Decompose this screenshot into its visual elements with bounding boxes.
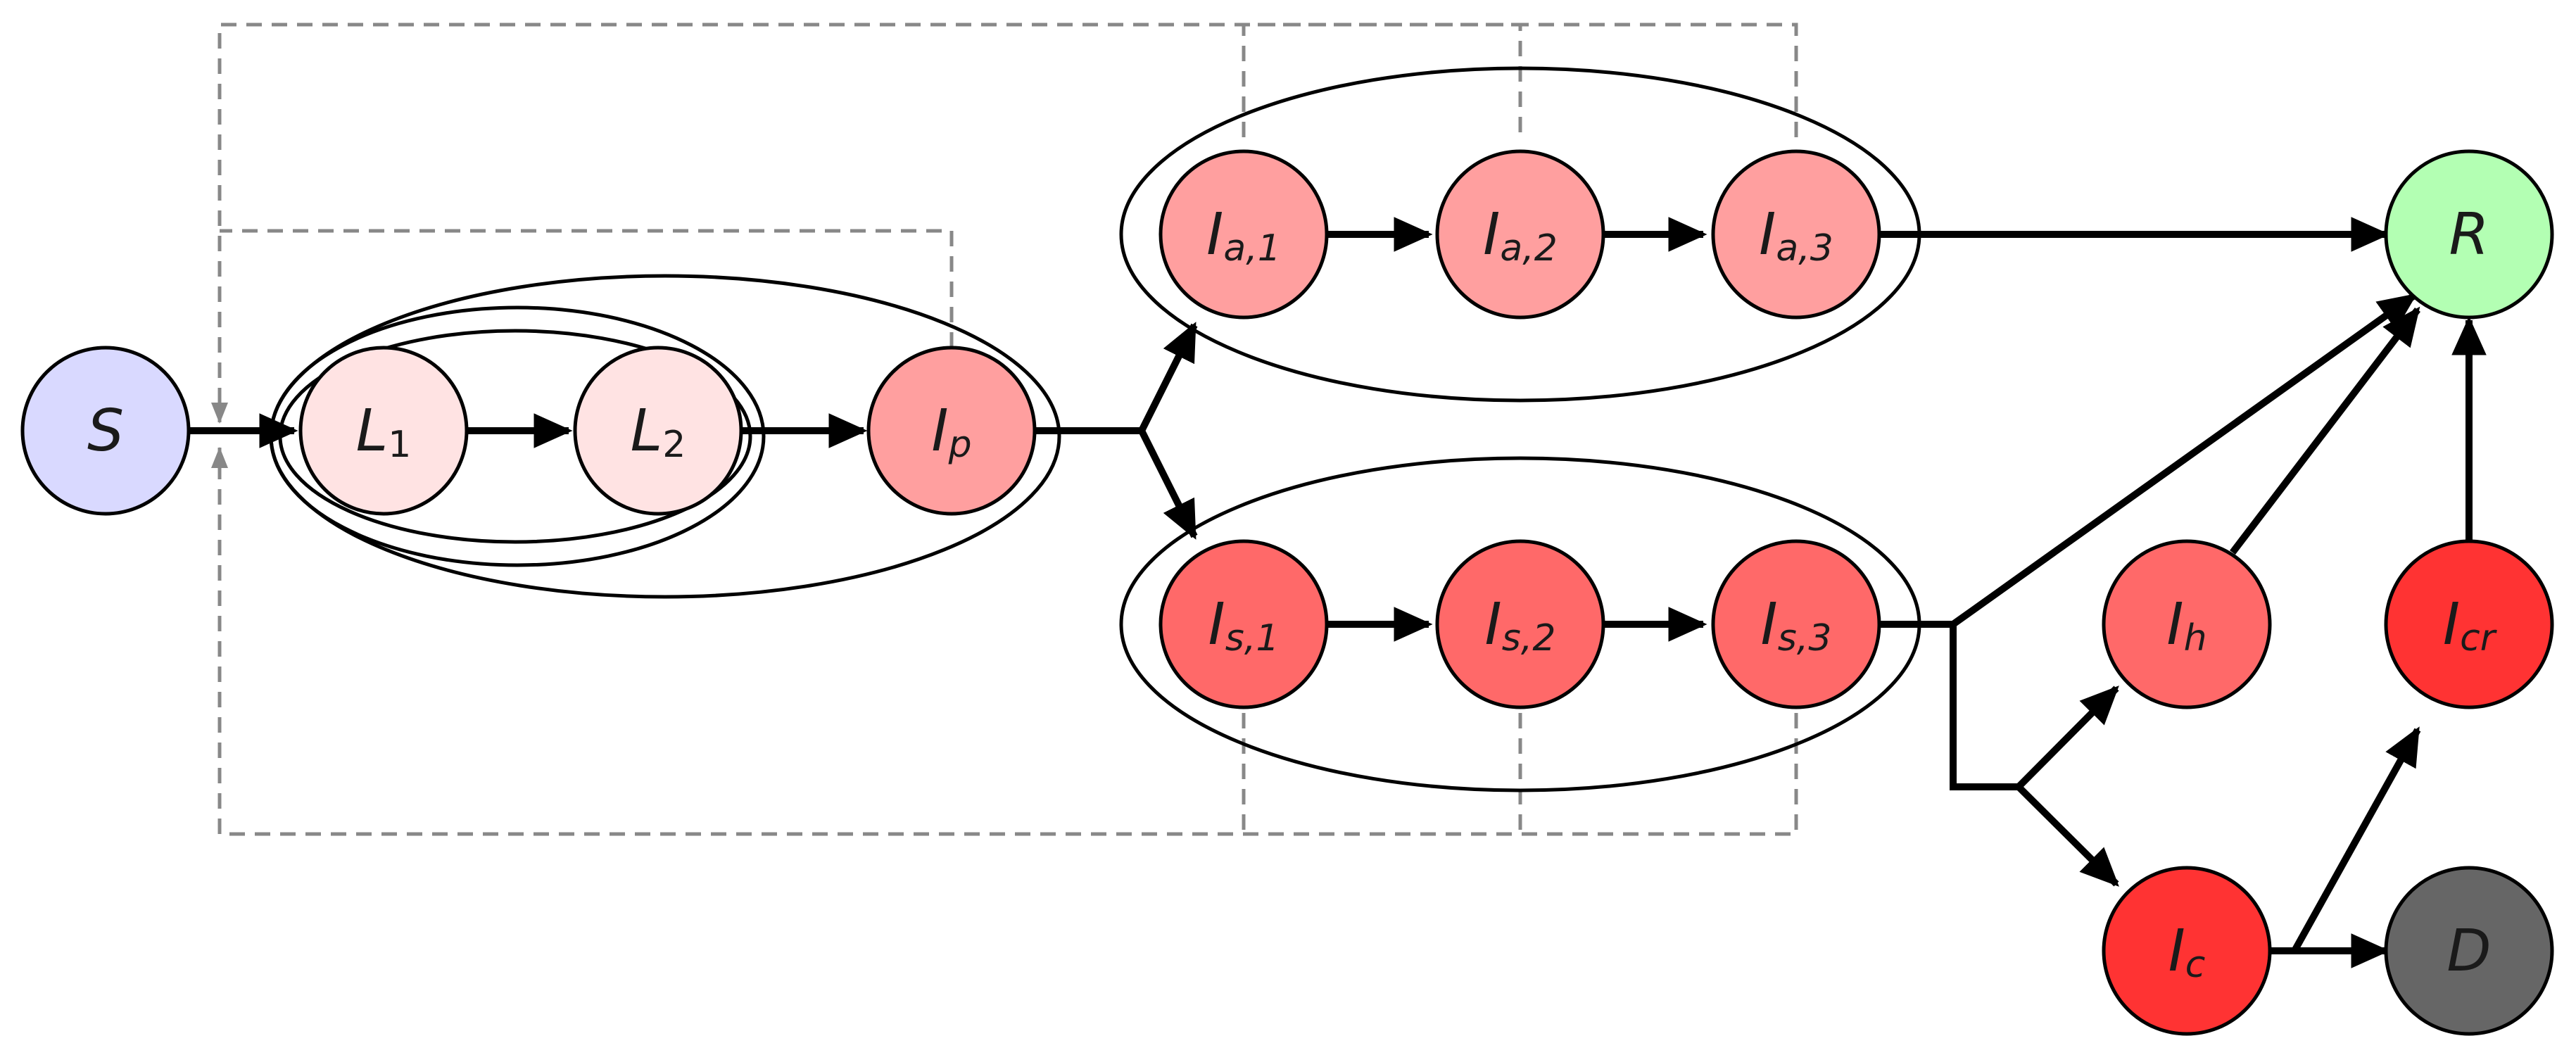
svg-text:Ip: Ip <box>931 398 971 467</box>
dashed-line-top-ip <box>220 229 954 348</box>
dashed-feedback-lines <box>217 23 1798 836</box>
node-ih: Ih <box>2102 539 2272 709</box>
edge-is3-to-ic <box>2016 784 2119 887</box>
node-ip-subscript: p <box>948 424 972 466</box>
node-is2-circle <box>1435 539 1605 709</box>
edge-ih-to-r <box>2230 306 2420 555</box>
node-ia2-subscript: a,2 <box>1500 227 1557 270</box>
node-r-circle <box>2384 149 2554 320</box>
node-ia3-subscript: a,3 <box>1776 227 1833 270</box>
node-s-circle <box>20 346 191 516</box>
node-is1-circle <box>1158 539 1329 709</box>
edge-ip-to-is1 <box>1138 429 1198 540</box>
node-ia2-circle <box>1435 149 1605 320</box>
node-ia1: Ia,1 <box>1158 149 1329 320</box>
node-ia1-circle <box>1158 149 1329 320</box>
node-d: D <box>2384 866 2554 1036</box>
node-is3-circle <box>1711 539 1881 709</box>
node-l1: L1 <box>298 346 469 516</box>
node-is1: Is,1 <box>1158 539 1329 709</box>
node-ih-subscript: h <box>2184 617 2207 659</box>
svg-text:L1: L1 <box>356 398 412 467</box>
svg-text:Is,3: Is,3 <box>1761 591 1832 660</box>
node-ih-label: I <box>2166 591 2183 658</box>
svg-text:Ia,3: Ia,3 <box>1759 201 1833 270</box>
node-ih-circle <box>2102 539 2272 709</box>
node-is3-subscript: s,3 <box>1778 617 1832 659</box>
node-is1-label: I <box>1208 591 1225 658</box>
node-ia3-circle <box>1711 149 1881 320</box>
svg-text:D: D <box>2446 918 2491 985</box>
node-ia3-label: I <box>1759 201 1776 268</box>
node-ic-label: I <box>2168 918 2185 985</box>
node-is2: Is,2 <box>1435 539 1605 709</box>
node-l2: L2 <box>573 346 743 516</box>
feedback-arrowhead-down <box>211 403 228 424</box>
node-ia3: Ia,3 <box>1711 149 1881 320</box>
dashed-line-top-ia1-ia2 <box>1242 23 1522 137</box>
edge-ic-to-icr <box>2291 726 2421 953</box>
node-r: R <box>2384 149 2554 320</box>
svg-text:Icr: Icr <box>2443 591 2498 660</box>
svg-text:L2: L2 <box>631 398 686 467</box>
svg-text:Is,2: Is,2 <box>1485 591 1556 660</box>
node-l2-subscript: 2 <box>662 424 686 466</box>
node-icr-subscript: cr <box>2460 617 2498 659</box>
node-ic-circle <box>2102 866 2272 1036</box>
node-icr-circle <box>2384 539 2554 709</box>
svg-text:Is,1: Is,1 <box>1208 591 1280 660</box>
svg-text:Ia,2: Ia,2 <box>1483 201 1558 270</box>
node-is3-label: I <box>1761 591 1778 658</box>
node-is1-subscript: s,1 <box>1225 617 1280 659</box>
svg-text:S: S <box>87 398 124 465</box>
edge-is3-to-ih <box>2016 686 2119 790</box>
node-is3: Is,3 <box>1711 539 1881 709</box>
node-l1-label: L <box>356 398 389 465</box>
node-s: S <box>20 346 191 516</box>
node-l2-circle <box>573 346 743 516</box>
node-ia2: Ia,2 <box>1435 149 1605 320</box>
node-ic-subscript: c <box>2185 944 2206 986</box>
node-d-circle <box>2384 866 2554 1036</box>
svg-text:Ia,1: Ia,1 <box>1206 201 1281 270</box>
node-l2-label: L <box>631 398 663 465</box>
node-ip-circle <box>866 346 1037 516</box>
node-r-label: R <box>2449 201 2489 268</box>
node-ia1-subscript: a,1 <box>1223 227 1280 270</box>
svg-text:Ih: Ih <box>2166 591 2206 660</box>
node-l1-circle <box>298 346 469 516</box>
svg-text:R: R <box>2449 201 2489 268</box>
edges <box>188 217 2487 968</box>
node-ic: Ic <box>2102 866 2272 1036</box>
feedback-arrowhead-up <box>211 447 228 468</box>
node-ip-label: I <box>931 398 948 465</box>
node-s-label: S <box>87 398 124 465</box>
node-l1-subscript: 1 <box>388 424 411 466</box>
node-d-label: D <box>2446 918 2491 985</box>
node-icr-label: I <box>2443 591 2460 658</box>
svg-text:Ic: Ic <box>2168 918 2206 987</box>
node-is2-label: I <box>1485 591 1502 658</box>
node-icr: Icr <box>2384 539 2554 709</box>
node-ia2-label: I <box>1483 201 1500 268</box>
node-ip: Ip <box>866 346 1037 516</box>
dashed-line-bottom-outer <box>217 448 1798 836</box>
node-is2-subscript: s,2 <box>1502 617 1556 659</box>
dashed-line-top-outer <box>217 23 1798 422</box>
node-ia1-label: I <box>1206 201 1223 268</box>
edge-is3-branch <box>1950 624 2019 790</box>
